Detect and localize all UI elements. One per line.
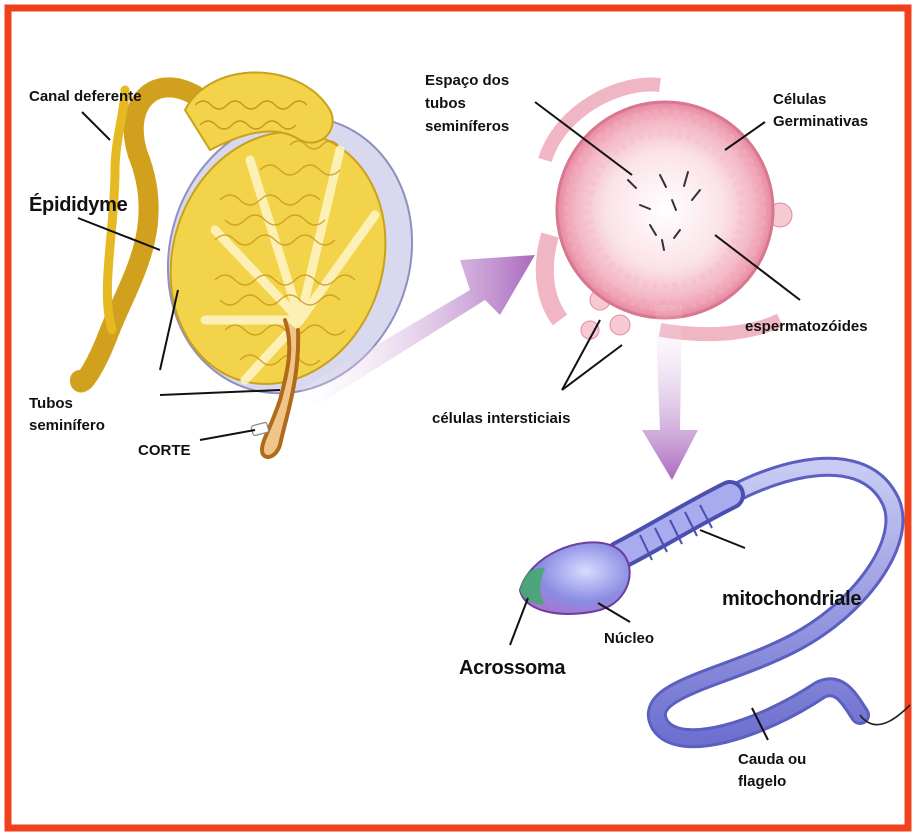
label-celulas-germinativas-line1: Células bbox=[773, 90, 826, 110]
label-cauda-line2: flagelo bbox=[738, 772, 786, 792]
label-cauda-line1: Cauda ou bbox=[738, 750, 806, 770]
label-nucleo: Núcleo bbox=[604, 629, 654, 649]
label-espaco-line1: Espaço dos bbox=[425, 71, 509, 91]
testis-illustration bbox=[78, 73, 447, 457]
label-corte: CORTE bbox=[138, 441, 191, 461]
label-tubos-seminifero-line1: Tubos bbox=[29, 394, 73, 414]
label-tubos-seminifero-line2: seminífero bbox=[29, 416, 105, 436]
label-espaco-line2: tubos bbox=[425, 94, 466, 114]
label-celulas-germinativas-line2: Germinativas bbox=[773, 112, 868, 132]
label-espaco-line3: seminíferos bbox=[425, 117, 509, 137]
label-acrossoma: Acrossoma bbox=[459, 656, 565, 680]
label-epididyme: Épididyme bbox=[29, 193, 127, 217]
label-espermatozoides: espermatozóides bbox=[745, 317, 868, 337]
label-mitochondriale: mitochondriale bbox=[722, 587, 861, 611]
label-canal-deferente: Canal deferente bbox=[29, 87, 142, 107]
label-celulas-intersticiais: células intersticiais bbox=[432, 409, 570, 429]
